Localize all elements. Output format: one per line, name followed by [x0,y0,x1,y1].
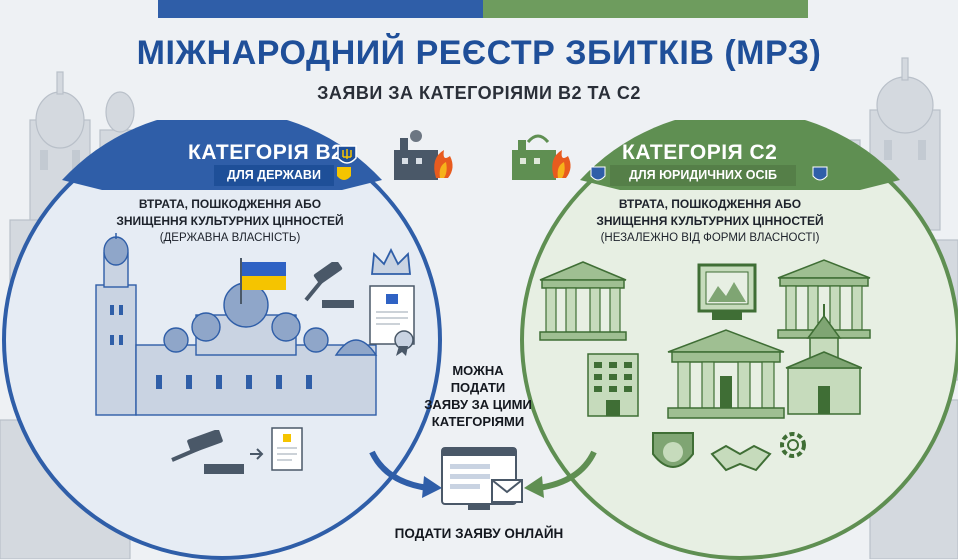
burning-factory-icon [394,130,453,180]
c2-desc-line3: (НЕЗАЛЕЖНО ВІД ФОРМИ ВЛАСНОСТІ) [600,232,820,244]
church-icon [785,304,862,415]
shield-icon [590,166,606,181]
category-c2-description: ВТРАТА, ПОШКОДЖЕННЯ АБО ЗНИЩЕННЯ КУЛЬТУР… [560,196,860,247]
arrow-left-icon [524,450,597,498]
page-title: МІЖНАРОДНИЙ РЕЄСТР ЗБИТКІВ (МРЗ) [136,34,822,72]
center-line3: ЗАЯВУ ЗА ЦИМИ [424,397,532,412]
top-bar-green [483,0,808,18]
arrow-right-icon [250,448,264,460]
c2-desc-line2: ЗНИЩЕННЯ КУЛЬТУРНИХ ЦІННОСТЕЙ [596,214,824,228]
shield-icon [652,432,694,468]
crown-icon [371,248,411,275]
document-icon [271,427,303,471]
online-form-icon[interactable] [438,444,526,516]
c2-desc-line1: ВТРАТА, ПОШКОДЖЕННЯ АБО [618,197,802,211]
museum-icon [539,261,627,341]
gavel-icon [304,262,354,308]
submit-online-label[interactable]: ПОДАТИ ЗАЯВУ ОНЛАЙН [394,526,564,541]
trident-shield-icon [337,167,351,180]
handshake-icon [710,444,772,472]
top-bar-blue [158,0,483,18]
office-building-icon [587,353,639,417]
center-line1: МОЖНА [452,363,504,378]
shield-icon [812,166,828,181]
burning-factory-icon [512,134,571,180]
category-b2-description: ВТРАТА, ПОШКОДЖЕННЯ АБО ЗНИЩЕННЯ КУЛЬТУР… [100,196,360,247]
ukraine-flag-icon [240,258,286,304]
arrow-right-icon [369,450,442,498]
center-line4: КАТЕГОРІЯМИ [431,414,525,429]
category-b2-banner: ДЛЯ ДЕРЖАВИ [214,165,334,186]
gavel-icon [171,430,244,474]
b2-desc-line1: ВТРАТА, ПОШКОДЖЕННЯ АБО [138,197,322,211]
b2-desc-line2: ЗНИЩЕННЯ КУЛЬТУРНИХ ЦІННОСТЕЙ [116,214,344,228]
page-subtitle: ЗАЯВИ ЗА КАТЕГОРІЯМИ B2 ТА C2 [317,83,641,103]
gear-icon [780,432,806,458]
center-line2: ПОДАТИ [450,380,506,395]
category-b2-title: КАТЕГОРІЯ B2 [188,141,344,164]
museum-icon [667,329,785,419]
can-submit-text: МОЖНА ПОДАТИ ЗАЯВУ ЗА ЦИМИ КАТЕГОРІЯМИ [393,362,563,430]
category-c2-title: КАТЕГОРІЯ C2 [622,141,778,164]
b2-desc-line3: (ДЕРЖАВНА ВЛАСНІСТЬ) [159,232,301,244]
painting-icon [697,263,757,320]
category-c2-banner: ДЛЯ ЮРИДИЧНИХ ОСІБ [610,165,796,186]
trident-shield-icon [337,145,357,164]
cathedral-icon [95,233,378,416]
certificate-icon [369,285,415,356]
